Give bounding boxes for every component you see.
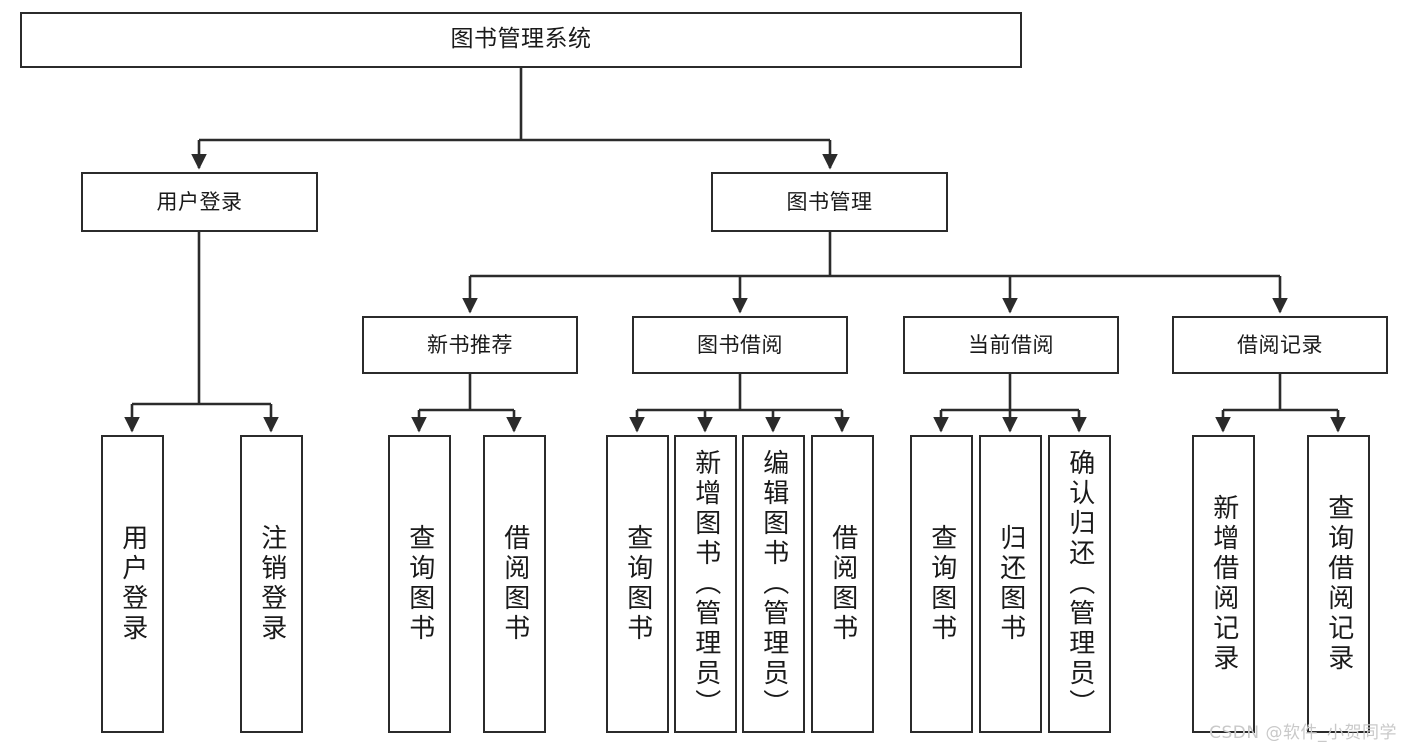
node-label: 借阅记录 — [1237, 332, 1323, 357]
node-label: 确认归还（管理员） — [1064, 449, 1095, 719]
node-label: 借阅图书 — [499, 524, 530, 644]
node-leaf-add-borrow-record[interactable]: 新增借阅记录 — [1192, 435, 1255, 733]
node-leaf-query-book-recommend[interactable]: 查询图书 — [388, 435, 451, 733]
node-label: 用户登录 — [156, 189, 243, 214]
node-leaf-confirm-return[interactable]: 确认归还（管理员） — [1048, 435, 1111, 733]
node-label: 查询图书 — [404, 524, 435, 644]
node-label: 查询图书 — [622, 524, 653, 644]
node-label: 新增借阅记录 — [1208, 494, 1239, 674]
node-label: 查询借阅记录 — [1323, 494, 1354, 674]
node-label: 当前借阅 — [968, 332, 1054, 357]
node-label: 图书借阅 — [697, 332, 783, 357]
node-leaf-query-book-borrow[interactable]: 查询图书 — [606, 435, 669, 733]
node-leaf-user-logout[interactable]: 注销登录 — [240, 435, 303, 733]
node-label: 新书推荐 — [427, 332, 513, 357]
node-leaf-add-book[interactable]: 新增图书（管理员） — [674, 435, 737, 733]
node-current-borrow[interactable]: 当前借阅 — [903, 316, 1119, 374]
node-label: 用户登录 — [117, 524, 148, 644]
node-leaf-query-borrow-record[interactable]: 查询借阅记录 — [1307, 435, 1370, 733]
node-borrow-record[interactable]: 借阅记录 — [1172, 316, 1388, 374]
node-book-borrow[interactable]: 图书借阅 — [632, 316, 848, 374]
node-new-book-recommend[interactable]: 新书推荐 — [362, 316, 578, 374]
node-leaf-user-login[interactable]: 用户登录 — [101, 435, 164, 733]
node-label: 新增图书（管理员） — [690, 449, 721, 719]
node-user-login[interactable]: 用户登录 — [81, 172, 318, 232]
node-label: 编辑图书（管理员） — [758, 449, 789, 719]
node-leaf-edit-book[interactable]: 编辑图书（管理员） — [742, 435, 805, 733]
node-label: 借阅图书 — [827, 524, 858, 644]
node-leaf-borrow-book-recommend[interactable]: 借阅图书 — [483, 435, 546, 733]
node-leaf-return-book[interactable]: 归还图书 — [979, 435, 1042, 733]
node-label: 注销登录 — [256, 524, 287, 644]
node-root-system[interactable]: 图书管理系统 — [20, 12, 1022, 68]
csdn-watermark: CSDN @软件_小贺同学 — [1209, 723, 1397, 743]
node-label: 图书管理系统 — [450, 26, 592, 53]
node-label: 图书管理 — [786, 189, 873, 214]
node-label: 归还图书 — [995, 524, 1026, 644]
node-book-management[interactable]: 图书管理 — [711, 172, 948, 232]
node-leaf-borrow-book[interactable]: 借阅图书 — [811, 435, 874, 733]
node-leaf-query-book-current[interactable]: 查询图书 — [910, 435, 973, 733]
node-label: 查询图书 — [926, 524, 957, 644]
